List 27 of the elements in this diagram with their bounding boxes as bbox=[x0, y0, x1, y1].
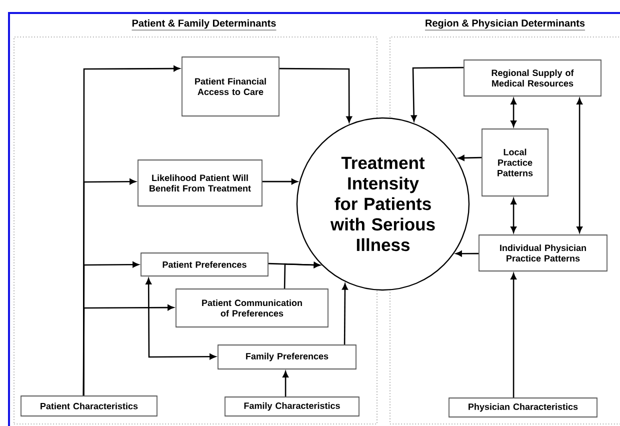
factor-box: Local Practice Patterns bbox=[482, 128, 548, 196]
arrow bbox=[510, 98, 516, 127]
arrow bbox=[510, 273, 516, 398]
factor-box: Patient Preferences bbox=[140, 252, 268, 276]
arrow bbox=[282, 371, 288, 397]
arrow bbox=[456, 250, 479, 257]
arrow bbox=[458, 155, 482, 161]
arrow bbox=[146, 278, 216, 360]
panel-heading: Region & Physician Determinants bbox=[424, 19, 586, 30]
factor-box: Patient Communication of Preferences bbox=[176, 288, 328, 328]
factor-box: Physician Characteristics bbox=[448, 398, 598, 418]
panel-heading: Patient & Family Determinants bbox=[132, 19, 276, 30]
factor-box: Individual Physician Practice Patterns bbox=[478, 234, 608, 272]
factor-box: Family Preferences bbox=[218, 344, 356, 370]
arrow bbox=[510, 198, 516, 233]
arrow bbox=[279, 68, 352, 123]
factor-box: Patient Financial Access to Care bbox=[182, 56, 280, 116]
factor-box: Regional Supply of Medical Resources bbox=[464, 60, 602, 96]
factor-box: Likelihood Patient Will Benefit From Treatment bbox=[138, 160, 262, 206]
arrow bbox=[82, 304, 174, 396]
arrow bbox=[284, 262, 320, 289]
factor-box: Family Characteristics bbox=[224, 396, 360, 416]
arrow bbox=[410, 66, 464, 122]
arrow bbox=[576, 98, 582, 233]
arrow bbox=[342, 284, 348, 345]
arrow bbox=[262, 178, 298, 184]
factor-box: Patient Characteristics bbox=[20, 396, 158, 416]
